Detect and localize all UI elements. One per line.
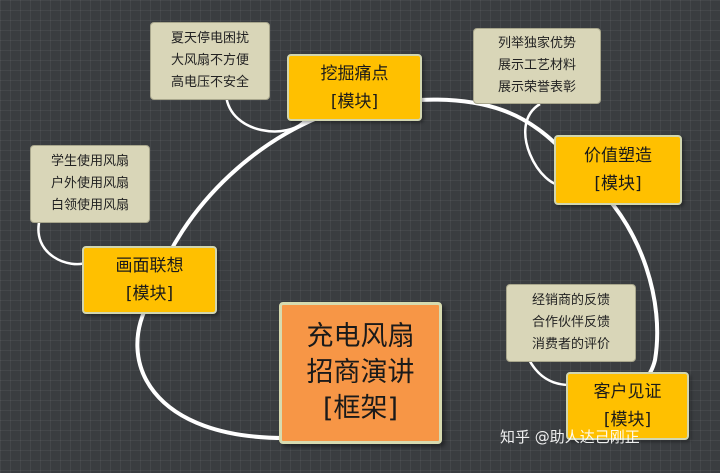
note-line: 夏天停电困扰 (170, 31, 249, 46)
center-line: [框架] (322, 393, 399, 424)
module-tag: [模块] (330, 91, 379, 112)
note-line: 户外使用风扇 (50, 176, 129, 191)
module-value[interactable]: 价值塑造 [模块] (554, 135, 682, 205)
note-testimony: 经销商的反馈 合作伙伴反馈 消费者的评价 (506, 284, 636, 362)
note-line: 合作伙伴反馈 (531, 315, 610, 330)
module-title: 客户见证 (593, 382, 662, 402)
note-scene: 学生使用风扇 户外使用风扇 白领使用风扇 (30, 145, 150, 223)
connector-pain-note (224, 94, 306, 133)
note-line: 展示工艺材料 (497, 58, 576, 73)
module-scene[interactable]: 画面联想 [模块] (82, 246, 217, 314)
note-line: 展示荣誉表彰 (497, 80, 576, 95)
center-line: 招商演讲 (306, 357, 415, 388)
module-tag: [模块] (603, 410, 652, 430)
note-line: 列举独家优势 (497, 36, 576, 51)
connector-scene-note (37, 217, 89, 266)
center-line: 充电风扇 (306, 321, 415, 352)
note-pain: 夏天停电困扰 大风扇不方便 高电压不安全 (150, 22, 270, 100)
note-line: 消费者的评价 (531, 337, 610, 352)
module-tag: [模块] (125, 284, 174, 304)
note-line: 经销商的反馈 (531, 293, 610, 308)
module-tag: [模块] (594, 174, 642, 194)
center-framework[interactable]: 充电风扇 招商演讲 [框架] (279, 302, 442, 444)
note-line: 大风扇不方便 (170, 53, 249, 68)
module-pain[interactable]: 挖掘痛点 [模块] (287, 54, 422, 121)
module-testimony[interactable]: 客户见证 [模块] (566, 372, 689, 440)
note-line: 高电压不安全 (170, 75, 249, 90)
note-line: 学生使用风扇 (50, 154, 129, 169)
note-value: 列举独家优势 展示工艺材料 展示荣誉表彰 (473, 28, 601, 104)
module-title: 挖掘痛点 (320, 63, 389, 84)
module-title: 价值塑造 (584, 146, 652, 166)
watermark: 知乎 @助人达己刚正 (500, 428, 640, 446)
module-title: 画面联想 (115, 256, 184, 276)
note-line: 白领使用风扇 (50, 198, 129, 213)
